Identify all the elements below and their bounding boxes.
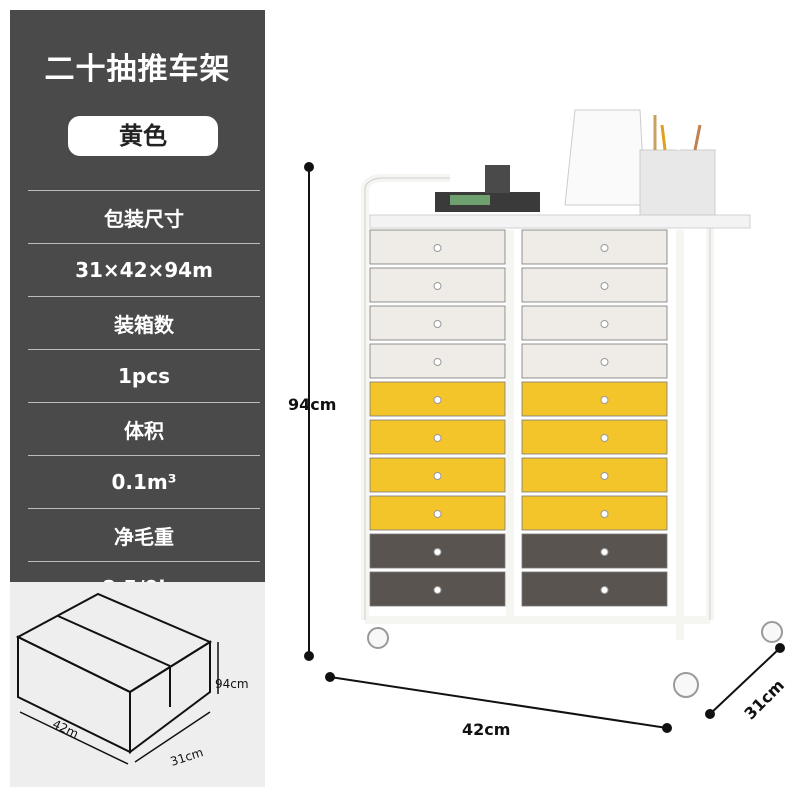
width-dimension-label: 42cm xyxy=(462,720,511,739)
product-title: 二十抽推车架 xyxy=(44,52,231,87)
drawer[interactable] xyxy=(521,495,668,531)
drawer-knob-icon xyxy=(433,548,442,556)
drawer[interactable] xyxy=(521,305,668,341)
drawer-knob-icon xyxy=(600,282,609,290)
drawer-knob-icon xyxy=(433,434,442,442)
spec-value-package-size: 31×42×94m xyxy=(28,243,260,296)
drawer-stack xyxy=(369,229,668,607)
drawer-knob-icon xyxy=(600,244,609,252)
height-dimension-label: 94cm xyxy=(288,395,337,414)
drawer-knob-icon xyxy=(433,282,442,290)
drawer[interactable] xyxy=(369,457,506,493)
drawer[interactable] xyxy=(369,267,506,303)
spec-panel: 二十抽推车架 黄色 包装尺寸 31×42×94m 装箱数 1pcs 体积 0.1… xyxy=(10,10,265,615)
drawer-knob-icon xyxy=(600,358,609,366)
drawer-knob-icon xyxy=(433,320,442,328)
product-image: 94cm 42cm 31cm xyxy=(288,100,800,800)
drawer-knob-icon xyxy=(433,510,442,518)
spec-label-box-qty: 装箱数 xyxy=(28,296,260,349)
color-option-pill[interactable]: 黄色 xyxy=(68,116,218,156)
drawer[interactable] xyxy=(521,267,668,303)
drawer[interactable] xyxy=(521,419,668,455)
drawer-knob-icon xyxy=(600,396,609,404)
drawer-knob-icon xyxy=(433,396,442,404)
drawer-knob-icon xyxy=(600,510,609,518)
drawer-knob-icon xyxy=(433,586,442,594)
box-outline-icon xyxy=(15,592,219,765)
box-height-label: 94cm xyxy=(215,677,249,691)
drawer-knob-icon xyxy=(600,320,609,328)
drawer-knob-icon xyxy=(433,358,442,366)
drawer-knob-icon xyxy=(600,472,609,480)
drawer[interactable] xyxy=(521,533,668,569)
drawer-knob-icon xyxy=(600,586,609,594)
drawer[interactable] xyxy=(521,343,668,379)
cart-icon xyxy=(304,109,785,733)
spec-value-volume: 0.1m³ xyxy=(28,455,260,508)
drawer-knob-icon xyxy=(433,472,442,480)
drawer[interactable] xyxy=(521,457,668,493)
drawer-knob-icon xyxy=(600,434,609,442)
spec-label-package-size: 包装尺寸 xyxy=(28,190,260,243)
spec-table: 包装尺寸 31×42×94m 装箱数 1pcs 体积 0.1m³ 净毛重 8.5… xyxy=(28,190,260,615)
box-diagram: 94cm 42m 31cm xyxy=(10,582,265,787)
drawer-knob-icon xyxy=(433,244,442,252)
drawer[interactable] xyxy=(521,381,668,417)
drawer[interactable] xyxy=(521,571,668,607)
spec-label-weight: 净毛重 xyxy=(28,508,260,561)
drawer[interactable] xyxy=(521,229,668,265)
spec-value-box-qty: 1pcs xyxy=(28,349,260,402)
drawer-knob-icon xyxy=(600,548,609,556)
spec-label-volume: 体积 xyxy=(28,402,260,455)
